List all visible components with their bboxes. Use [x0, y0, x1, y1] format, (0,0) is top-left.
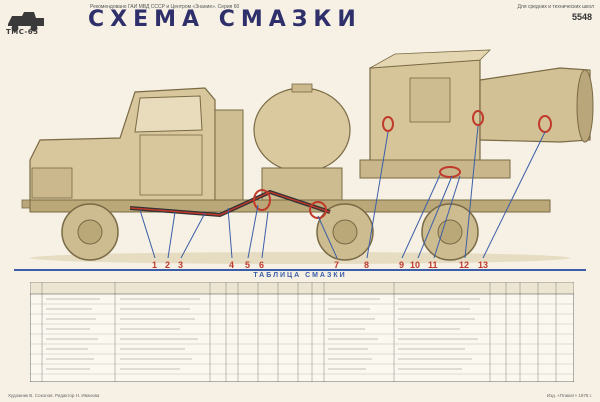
rear-wheel — [421, 203, 479, 261]
turbine-base — [359, 159, 511, 179]
table-header-row — [30, 282, 574, 295]
point-number-5: 5 — [245, 260, 250, 270]
point-number-7: 7 — [334, 260, 339, 270]
lube-point-turbine-left — [382, 116, 394, 132]
lube-point-rear-axle — [439, 166, 461, 178]
sheet-number: 5548 — [571, 12, 592, 22]
turbine-nozzle — [479, 67, 591, 143]
point-number-8: 8 — [364, 260, 369, 270]
footer-publisher: Изд. «Плакат» 1978 г. — [546, 393, 592, 398]
header-note: Рекомендовано ГАИ МВД СССР и Центром «Зн… — [90, 4, 240, 10]
tank — [253, 87, 351, 173]
middle-wheel — [316, 203, 374, 261]
tank-support — [261, 167, 343, 205]
lubrication-table — [30, 282, 574, 382]
hood-grille — [31, 167, 73, 199]
point-number-13: 13 — [478, 260, 488, 270]
turbine-window — [409, 77, 451, 123]
table-rows — [30, 303, 574, 375]
table-title: ТАБЛИЦА СМАЗКИ — [253, 272, 347, 279]
point-number-9: 9 — [399, 260, 404, 270]
point-number-10: 10 — [410, 260, 420, 270]
point-number-6: 6 — [259, 260, 264, 270]
nozzle-mouth — [576, 69, 594, 143]
engine-box — [214, 109, 244, 206]
point-number-11: 11 — [428, 260, 438, 270]
point-number-3: 3 — [178, 260, 183, 270]
logo-text: ТМС-65 — [6, 28, 39, 36]
vehicle-diagram: 1 2 3 4 5 6 7 8 9 10 11 12 13 — [21, 49, 594, 270]
footer-credits: Художник В. Соколов. Редактор Н. Иванова — [8, 393, 100, 398]
poster-title: СХЕМА СМАЗКИ — [88, 7, 362, 32]
callout-numbers: 1 2 3 4 5 6 7 8 9 10 11 12 13 — [152, 260, 488, 270]
lube-point-gearbox — [253, 189, 271, 211]
turbine-top — [369, 49, 492, 69]
drive-shaft-lube — [129, 191, 331, 216]
point-number-2: 2 — [165, 260, 170, 270]
tms-logo-icon — [8, 12, 44, 32]
tank-hatch — [291, 83, 313, 93]
header-right-note: Для средних и технических школ — [517, 4, 594, 10]
ground-shadow — [30, 252, 570, 264]
lube-point-axle — [309, 201, 327, 219]
front-wheel — [61, 203, 119, 261]
cab-door — [139, 134, 203, 196]
point-number-1: 1 — [152, 260, 157, 270]
section-divider — [14, 269, 586, 271]
point-number-4: 4 — [229, 260, 234, 270]
table-border — [30, 282, 574, 382]
point-number-12: 12 — [459, 260, 469, 270]
table-text-placeholder — [46, 298, 480, 370]
lube-point-turbine-right — [472, 110, 484, 126]
cab-window — [134, 95, 203, 133]
table-grid — [41, 282, 557, 382]
callout-lines — [139, 125, 546, 259]
